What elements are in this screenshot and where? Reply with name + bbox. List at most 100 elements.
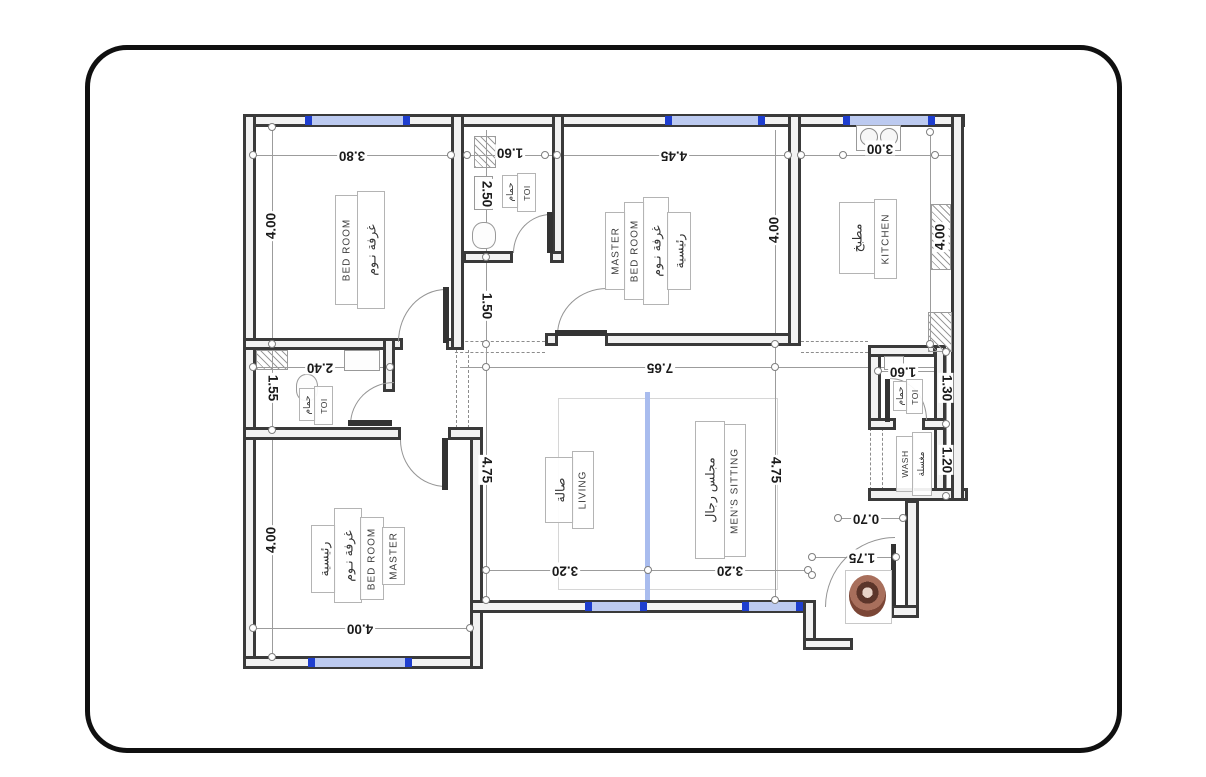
dim-tick [874,367,882,375]
dashed-line [870,428,871,490]
dim-entry-passage-width: 0.70 [850,510,882,527]
dim-living-width: 7.65 [644,359,676,376]
dim-toilet-top-width: 1.60 [494,144,526,161]
dim-toilet-right-width: 1.60 [887,363,919,380]
dim-tick [926,340,934,348]
room-label-master-top-ar2: رئيسية [667,212,691,290]
wall [905,500,919,618]
room-label-master-top-ar1: غرفة نـوم [643,197,669,305]
window [308,658,412,667]
dim-kitchen-width: 3.00 [864,140,896,157]
dim-tick [386,363,394,371]
dim-tick [771,363,779,371]
shower-icon [256,350,288,370]
dim-tick [942,348,950,356]
dim-tick [839,151,847,159]
room-label-wash-ar: مغسلة [912,432,932,496]
wall [451,114,464,350]
dim-tick [268,426,276,434]
dim-tick [447,151,455,159]
wall [951,114,964,501]
dashed-line [455,352,545,353]
dim-tick [942,492,950,500]
sink-icon [344,350,380,371]
room-label-living-en: LIVING [572,451,594,529]
dim-tick [249,363,257,371]
room-label-mens-sitting-ar: مجلس رجال [695,421,725,559]
wall [243,338,403,350]
wall [891,605,919,618]
dim-hall-height: 1.50 [478,290,495,322]
wall [243,114,256,669]
door-leaf [348,420,392,426]
dim-tick [771,340,779,348]
door-leaf [885,379,890,422]
door-leaf [547,212,553,253]
door-leaf [555,330,607,336]
dashed-line [468,350,469,428]
room-label-master-bottom-ar2: غرفة نـوم [334,508,362,603]
dim-tick [892,553,900,561]
dim-living-width-right: 3.20 [714,562,746,579]
wall [545,333,558,346]
room-label-master-top-en1: MASTER [605,212,626,290]
room-label-master-bottom-ar1: رئيسية [311,525,336,593]
dim-living-width-left: 3.20 [549,562,581,579]
dim-master-top-width: 4.45 [658,147,690,164]
dim-tick [268,123,276,131]
dim-tick [931,151,939,159]
dim-bedroom-top-width: 3.80 [336,147,368,164]
room-label-bedroom-top-ar: غرفة نـوم [357,191,385,309]
dim-wash-height: 1.20 [938,444,955,476]
dim-toilet-top-height: 2.50 [478,178,495,210]
dim-tick [482,340,490,348]
dim-tick [942,420,950,428]
dim-entry-door-width: 1.75 [846,549,878,566]
dim-living-height-left: 4.75 [478,454,495,486]
room-label-master-top-en2: BED ROOM [624,202,645,300]
dashed-line [801,352,868,353]
dim-tick [808,571,816,579]
wall [550,251,564,263]
dim-tick [644,566,652,574]
window [585,602,647,611]
living-sitting-divider [645,392,650,602]
room-label-kitchen-en: KITCHEN [874,199,897,279]
shower-icon [474,136,496,168]
dim-tick [482,566,490,574]
window [843,116,935,125]
dim-tick [899,514,907,522]
dim-tick [797,151,805,159]
dim-toilet-left-width: 2.40 [304,359,336,376]
window [742,602,803,611]
dim-tick [268,340,276,348]
dim-tick [268,653,276,661]
planter-pot-icon [849,575,886,617]
dim-tick [249,624,257,632]
dim-tick [249,151,257,159]
wall [243,427,401,440]
room-label-toilet-left-en: TOI [314,386,333,425]
dim-tick [808,553,816,561]
dashed-line [882,428,883,490]
dim-tick [553,151,561,159]
dim-tick [784,151,792,159]
room-label-master-bottom-en2: MASTER [382,527,405,585]
wall [552,114,564,263]
dim-tick [771,596,779,604]
wall [868,345,881,429]
dim-tick [466,624,474,632]
dashed-line [801,341,868,342]
dim-tick [463,151,471,159]
dim-toilet-left-height: 1.55 [264,372,281,404]
window [665,116,765,125]
dim-master-top-height: 4.00 [766,214,783,246]
dim-tick [926,128,934,136]
room-label-toilet-right-en: TOI [906,379,923,414]
entrance-door-leaf [891,544,896,606]
wall [803,638,853,650]
dim-master-bottom-height: 4.00 [263,524,280,556]
dim-line [460,367,946,368]
room-label-master-bottom-en1: BED ROOM [360,517,384,600]
